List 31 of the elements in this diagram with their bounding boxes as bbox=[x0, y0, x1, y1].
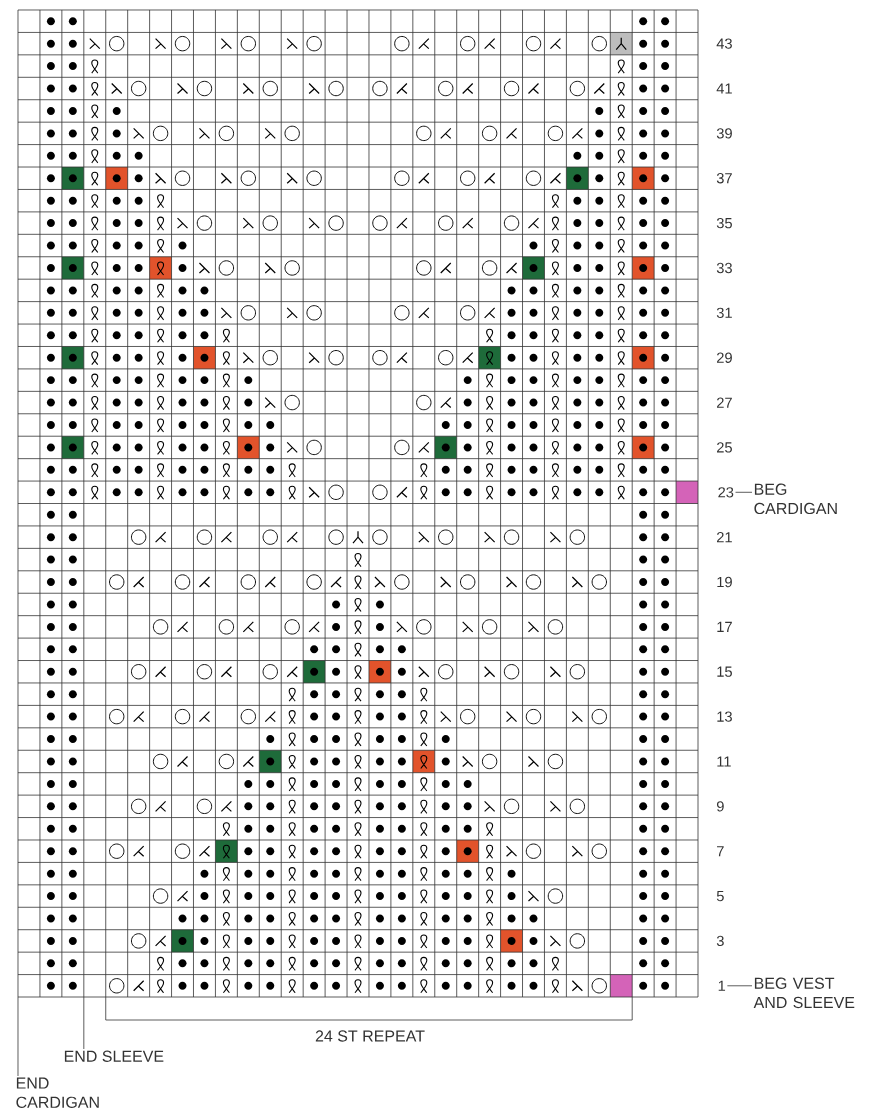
row-number: 5 bbox=[716, 891, 724, 902]
row-number: 33 bbox=[716, 262, 732, 274]
marker-label: BEG CARDIGAN bbox=[754, 483, 837, 515]
row-number: 39 bbox=[716, 128, 732, 139]
row-number: 15 bbox=[717, 666, 732, 677]
row-number: 9 bbox=[716, 801, 724, 812]
row-number: 1 bbox=[718, 980, 726, 991]
row-number: 27 bbox=[717, 397, 732, 408]
row-number: 19 bbox=[717, 576, 732, 588]
leader-line bbox=[17, 996, 19, 1077]
marker-label: BEG VEST AND SLEEVE bbox=[753, 977, 855, 1009]
row-number: 3 bbox=[716, 935, 724, 947]
leader-line bbox=[83, 996, 85, 1050]
row-number: 25 bbox=[717, 442, 732, 453]
row-number: 7 bbox=[717, 846, 724, 857]
row-number: 43 bbox=[716, 38, 732, 49]
row-number: 37 bbox=[716, 173, 732, 184]
row-number: 41 bbox=[716, 83, 732, 94]
row-number: 17 bbox=[717, 621, 732, 632]
leader-line bbox=[735, 491, 753, 493]
leader-line bbox=[726, 985, 753, 987]
marker-label: END SLEEVE bbox=[64, 1050, 164, 1062]
row-number: 11 bbox=[717, 756, 731, 767]
row-number: 29 bbox=[717, 352, 732, 363]
row-number: 31 bbox=[716, 307, 732, 318]
row-number: 13 bbox=[717, 711, 732, 722]
row-number: 23 bbox=[718, 487, 734, 498]
row-number: 35 bbox=[716, 217, 732, 229]
marker-label: END CARDIGAN bbox=[16, 1077, 99, 1108]
row-number: 21 bbox=[717, 532, 732, 543]
repeat-label: 24 ST REPEAT bbox=[315, 1030, 425, 1042]
